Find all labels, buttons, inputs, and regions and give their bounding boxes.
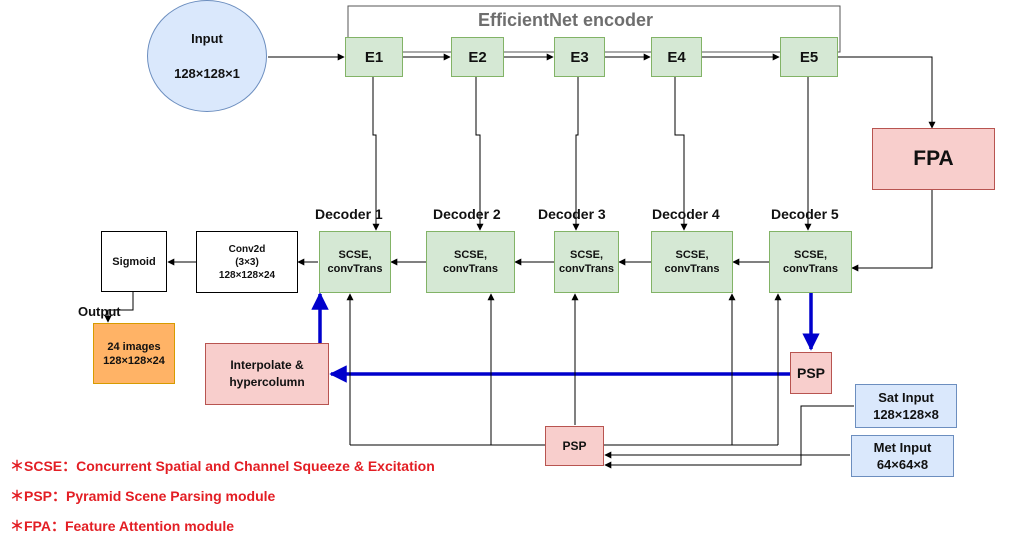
met-input-line1: Met Input: [873, 440, 932, 455]
arrow-e5-fpa: [838, 56, 936, 129]
encoder-title: EfficientNet encoder: [478, 10, 654, 30]
decoder-4-line2: convTrans: [664, 263, 720, 275]
arrow-e2-dec2: [475, 77, 484, 231]
note-fpa: ＊FPA：Feature Attention module: [10, 518, 234, 534]
psp-bottom-block: PSP: [545, 426, 604, 466]
output-line2: 128×128×24: [103, 354, 165, 367]
conv2d-line3: 128×128×24: [218, 269, 276, 281]
conv2d-line1: Conv2d: [228, 243, 266, 255]
decoder-1-line1: SCSE,: [338, 249, 372, 261]
encoder-e2: E2: [451, 37, 504, 77]
arrow-sigmoid-output: [104, 292, 134, 323]
note-scse: ＊SCSE：Concurrent Spatial and Channel Squ…: [10, 458, 435, 474]
decoder-4-line1: SCSE,: [675, 249, 709, 261]
decoder-1-title: Decoder 1: [315, 206, 383, 222]
met-input-block: Met Input 64×64×8: [851, 435, 954, 477]
met-input-line2: 64×64×8: [876, 457, 929, 472]
output-label: Output: [78, 304, 121, 319]
arrow-fpa-dec5: [851, 190, 933, 272]
decoder-2-block: SCSE, convTrans: [426, 231, 515, 293]
decoder-3-line1: SCSE,: [569, 249, 603, 261]
input-size: 128×128×1: [174, 66, 240, 81]
decoder-5-title: Decoder 5: [771, 206, 839, 222]
decoder-4-title: Decoder 4: [652, 206, 720, 222]
decoder-2-line2: convTrans: [442, 263, 499, 275]
sat-input-line1: Sat Input: [878, 390, 934, 405]
interpolate-line1: Interpolate &: [230, 358, 304, 372]
conv2d-line2: (3×3): [235, 256, 259, 268]
input-node: Input 128×128×1: [147, 0, 267, 112]
encoder-e5: E5: [780, 37, 838, 77]
decoder-3-line2: convTrans: [558, 263, 615, 275]
arrow-sat-psp: [604, 405, 854, 469]
encoder-e4: E4: [651, 37, 702, 77]
input-label: Input: [191, 31, 223, 46]
decoder-5-block: SCSE, convTrans: [769, 231, 852, 293]
arrow-e4-dec4: [674, 77, 688, 231]
interpolate-line2: hypercolumn: [229, 375, 305, 389]
decoder-1-line2: convTrans: [327, 263, 383, 275]
decoder-3-block: SCSE, convTrans: [554, 231, 619, 293]
sigmoid-block: Sigmoid: [101, 231, 167, 292]
note-psp: ＊PSP：Pyramid Scene Parsing module: [10, 488, 276, 504]
psp-top-block: PSP: [790, 352, 832, 394]
decoder-1-block: SCSE, convTrans: [319, 231, 391, 293]
decoder-2-title: Decoder 2: [433, 206, 501, 222]
sat-input-line2: 128×128×8: [873, 407, 939, 422]
conv2d-block: Conv2d (3×3) 128×128×24: [196, 231, 298, 293]
arrow-e1-dec1: [372, 77, 380, 231]
fpa-module: FPA: [872, 128, 995, 190]
decoder-5-line1: SCSE,: [793, 249, 827, 261]
decoder-3-title: Decoder 3: [538, 206, 606, 222]
output-block: 24 images 128×128×24: [93, 323, 175, 384]
encoder-e3: E3: [554, 37, 605, 77]
decoder-4-block: SCSE, convTrans: [651, 231, 733, 293]
sat-input-block: Sat Input 128×128×8: [855, 384, 957, 428]
decoder-2-line1: SCSE,: [453, 249, 487, 261]
interpolate-hypercolumn-block: Interpolate & hypercolumn: [205, 343, 329, 405]
output-line1: 24 images: [107, 340, 161, 353]
decoder-5-line2: convTrans: [782, 263, 839, 275]
encoder-e1: E1: [345, 37, 403, 77]
arrow-e3-dec3: [572, 77, 580, 231]
